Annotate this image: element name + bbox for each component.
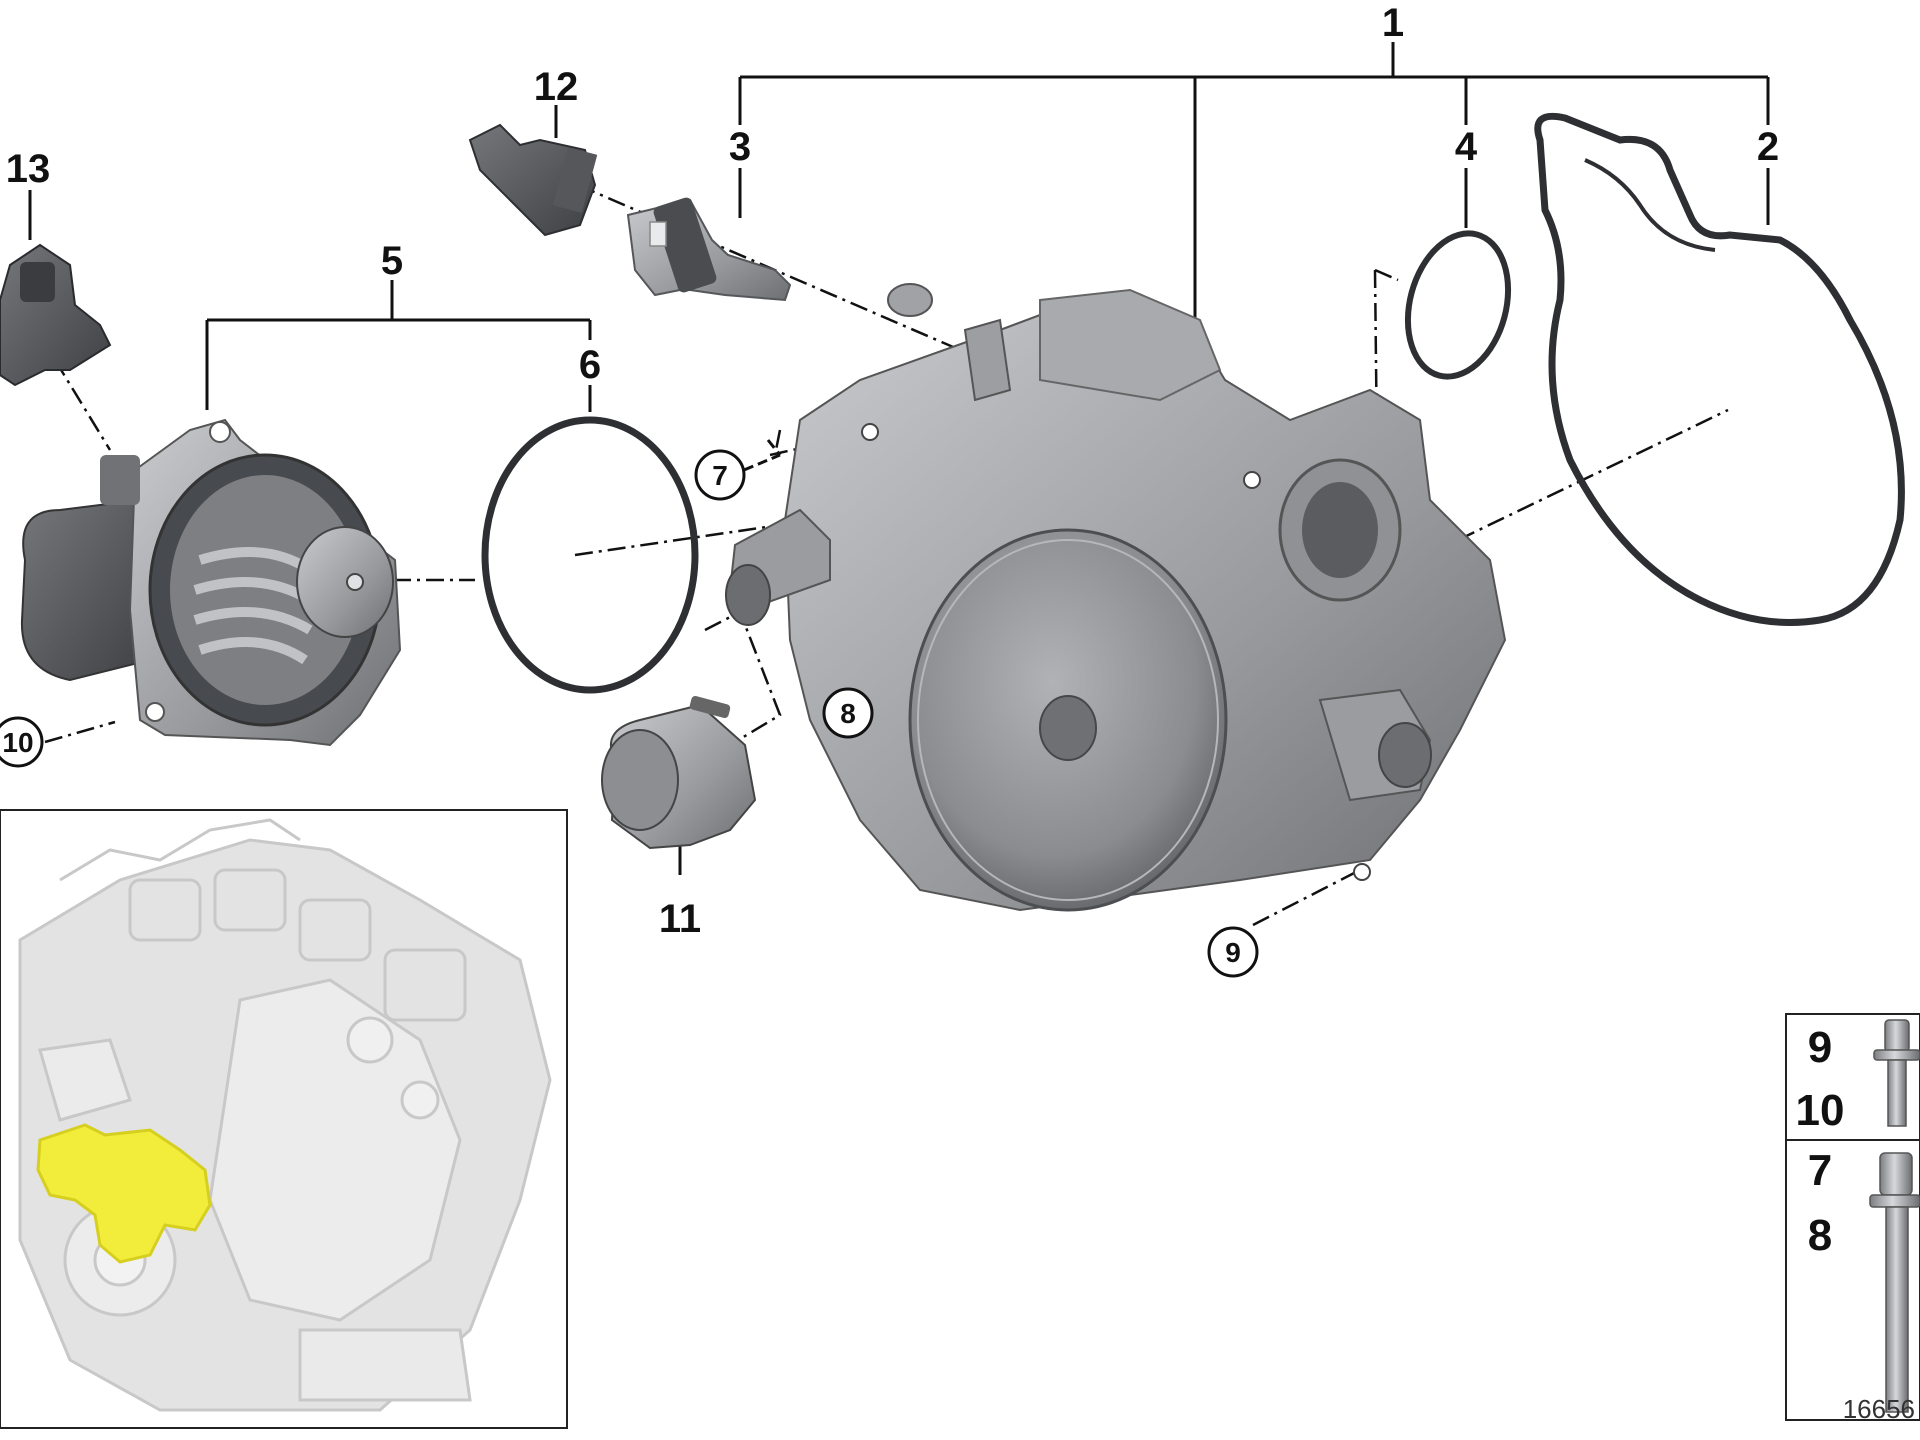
callout-5: 5 <box>381 239 403 283</box>
circled-ref-7: 7 <box>694 449 746 501</box>
part-4-o-ring <box>1404 230 1512 380</box>
callout-11: 11 <box>659 897 701 941</box>
highlighted-water-pump <box>36 1123 212 1264</box>
bolt-row2-top: 7 <box>1808 1146 1832 1195</box>
short-bolt-icon <box>1873 1019 1920 1127</box>
bolt-table-labels: 9 10 7 8 <box>1796 1023 1845 1260</box>
part-1-electric-water-pump <box>725 283 1507 912</box>
callout-3: 3 <box>729 125 751 169</box>
svg-text:10: 10 <box>2 727 33 758</box>
part-6-o-ring <box>481 416 699 694</box>
svg-text:8: 8 <box>840 698 856 729</box>
circled-ref-9: 9 <box>1207 926 1259 978</box>
leader-lines <box>28 42 1770 875</box>
part-3-temperature-sensor <box>626 197 792 302</box>
circled-ref-10: 10 <box>0 716 44 768</box>
long-bolt-icon <box>1869 1152 1920 1413</box>
svg-text:7: 7 <box>712 460 728 491</box>
engine-overview-inset <box>0 809 568 1429</box>
callout-13: 13 <box>6 147 51 191</box>
callout-1: 1 <box>1382 1 1404 45</box>
callout-4: 4 <box>1455 125 1478 169</box>
callout-12: 12 <box>534 65 579 109</box>
svg-text:9: 9 <box>1225 937 1241 968</box>
part-2-pump-gasket <box>1534 112 1905 626</box>
part-5-thermostat-housing <box>20 418 402 747</box>
bolt-row1-top: 9 <box>1808 1023 1832 1072</box>
diagram-reference-number: 16656 <box>1843 1394 1915 1424</box>
part-12-sensor-connector <box>468 123 598 237</box>
part-11-sealing-plug <box>601 695 757 850</box>
callout-2: 2 <box>1757 125 1779 169</box>
callout-labels: 1 2 3 4 5 6 11 12 13 <box>6 1 1779 941</box>
bolt-row1-bottom: 10 <box>1796 1086 1845 1135</box>
bolt-table <box>1785 1013 1920 1421</box>
callout-6: 6 <box>579 343 601 387</box>
part-13-thermostat-connector <box>0 243 112 387</box>
circled-references: 7 8 9 10 <box>0 439 1259 978</box>
bolt-row2-bottom: 8 <box>1808 1211 1832 1260</box>
engine-ghost-illustration <box>18 818 552 1412</box>
circled-ref-8: 8 <box>822 687 874 739</box>
